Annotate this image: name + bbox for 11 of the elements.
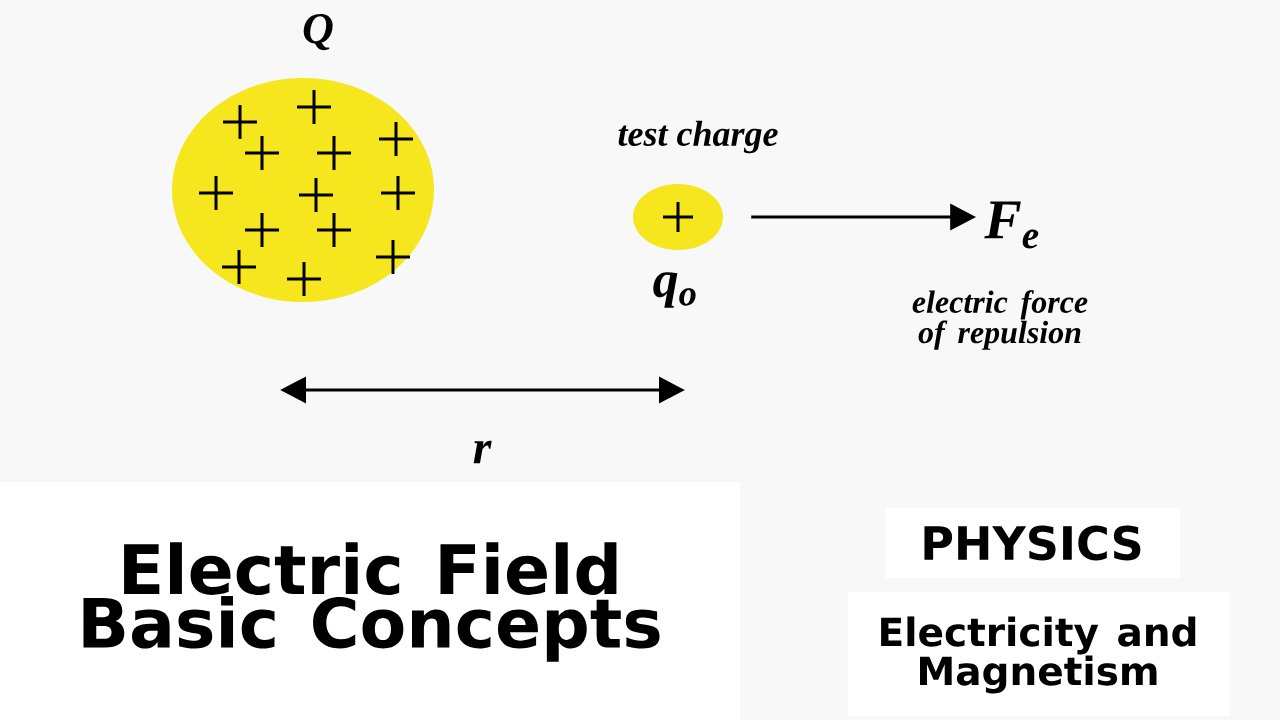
node-label: Q xyxy=(303,13,333,51)
title-banner: Electric Field Basic Concepts xyxy=(0,482,740,720)
node-label: test charge xyxy=(618,120,778,154)
topic-label: Electricity and Magnetism xyxy=(848,592,1230,716)
charge-sphere: Q xyxy=(172,13,434,302)
subject-label: PHYSICS xyxy=(885,508,1180,578)
charge-label: q$_{o}$ xyxy=(653,272,696,308)
force-description: electric force of repulsion xyxy=(912,290,1088,350)
force-label: F$_{e}$ xyxy=(984,201,1039,249)
distance-label: r xyxy=(473,440,492,464)
test-charge: test charge xyxy=(618,120,778,250)
